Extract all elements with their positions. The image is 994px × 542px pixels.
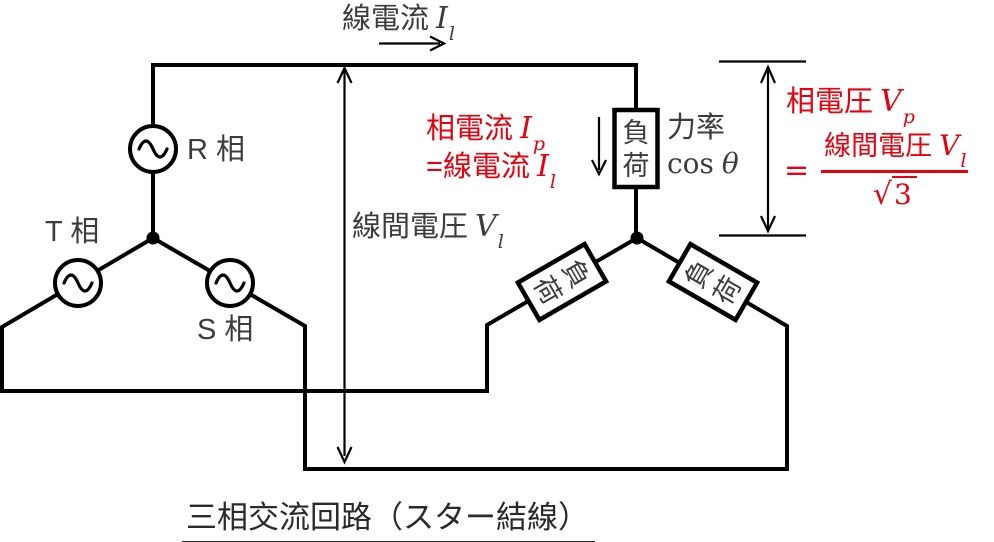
wire-t-phase [0,236,639,393]
load-box-top-char2: 荷 [623,151,650,181]
phase-current-arrowhead-icon [591,159,607,177]
sine-icons-group [62,139,246,293]
load-box-left-rect [514,241,610,323]
sine-wave-icon-t [62,273,94,293]
sine-wave-icon-s [214,273,246,293]
line-current-symbol-2: Il [536,149,556,193]
fraction-denominator: √3 [821,173,968,213]
line-voltage-symbol-2: Vl [939,129,967,172]
line-voltage-text: 線間電圧 [352,211,469,243]
sine-wave-icon-r [137,139,169,159]
phase-voltage-arrowhead-down-icon [760,215,776,234]
line-voltage-symbol: Vl [475,209,504,253]
line-voltage-arrowhead-down-icon [336,446,353,465]
line-current-arrowhead-icon [429,35,447,52]
equals-sign: = [784,152,810,188]
load-box-right: 負 荷 [665,241,761,323]
phase-voltage-text: 相電圧 [786,86,874,118]
power-factor-text: 力率 [667,112,726,144]
line-current-text: 線電流 [342,3,430,35]
sqrt-icon: √ [872,176,892,212]
load-box-top-char1: 負 [623,118,650,148]
line-voltage-arrowhead-up-icon [336,65,353,84]
source-neutral-node [146,231,160,245]
phase-current-symbol: Ip [520,111,546,155]
load-box-top: 負 荷 [612,107,660,190]
line-current-symbol: Il [436,1,455,45]
r-phase-label: R 相 [187,134,246,166]
phase-voltage-symbol: Vp [880,84,915,128]
t-phase-label: T 相 [45,216,100,248]
load-box-top-rect [612,107,660,190]
load-box-right-rect [665,241,761,323]
wire-s-phase [151,236,789,471]
phase-voltage-arrowhead-up-icon [759,64,777,84]
measure-group [336,35,806,465]
load-neutral-node [630,231,644,245]
load-box-left: 負 荷 [514,241,610,323]
s-phase-label: S 相 [197,314,254,346]
diagram-caption: 三相交流回路（スター結線） [182,492,595,542]
